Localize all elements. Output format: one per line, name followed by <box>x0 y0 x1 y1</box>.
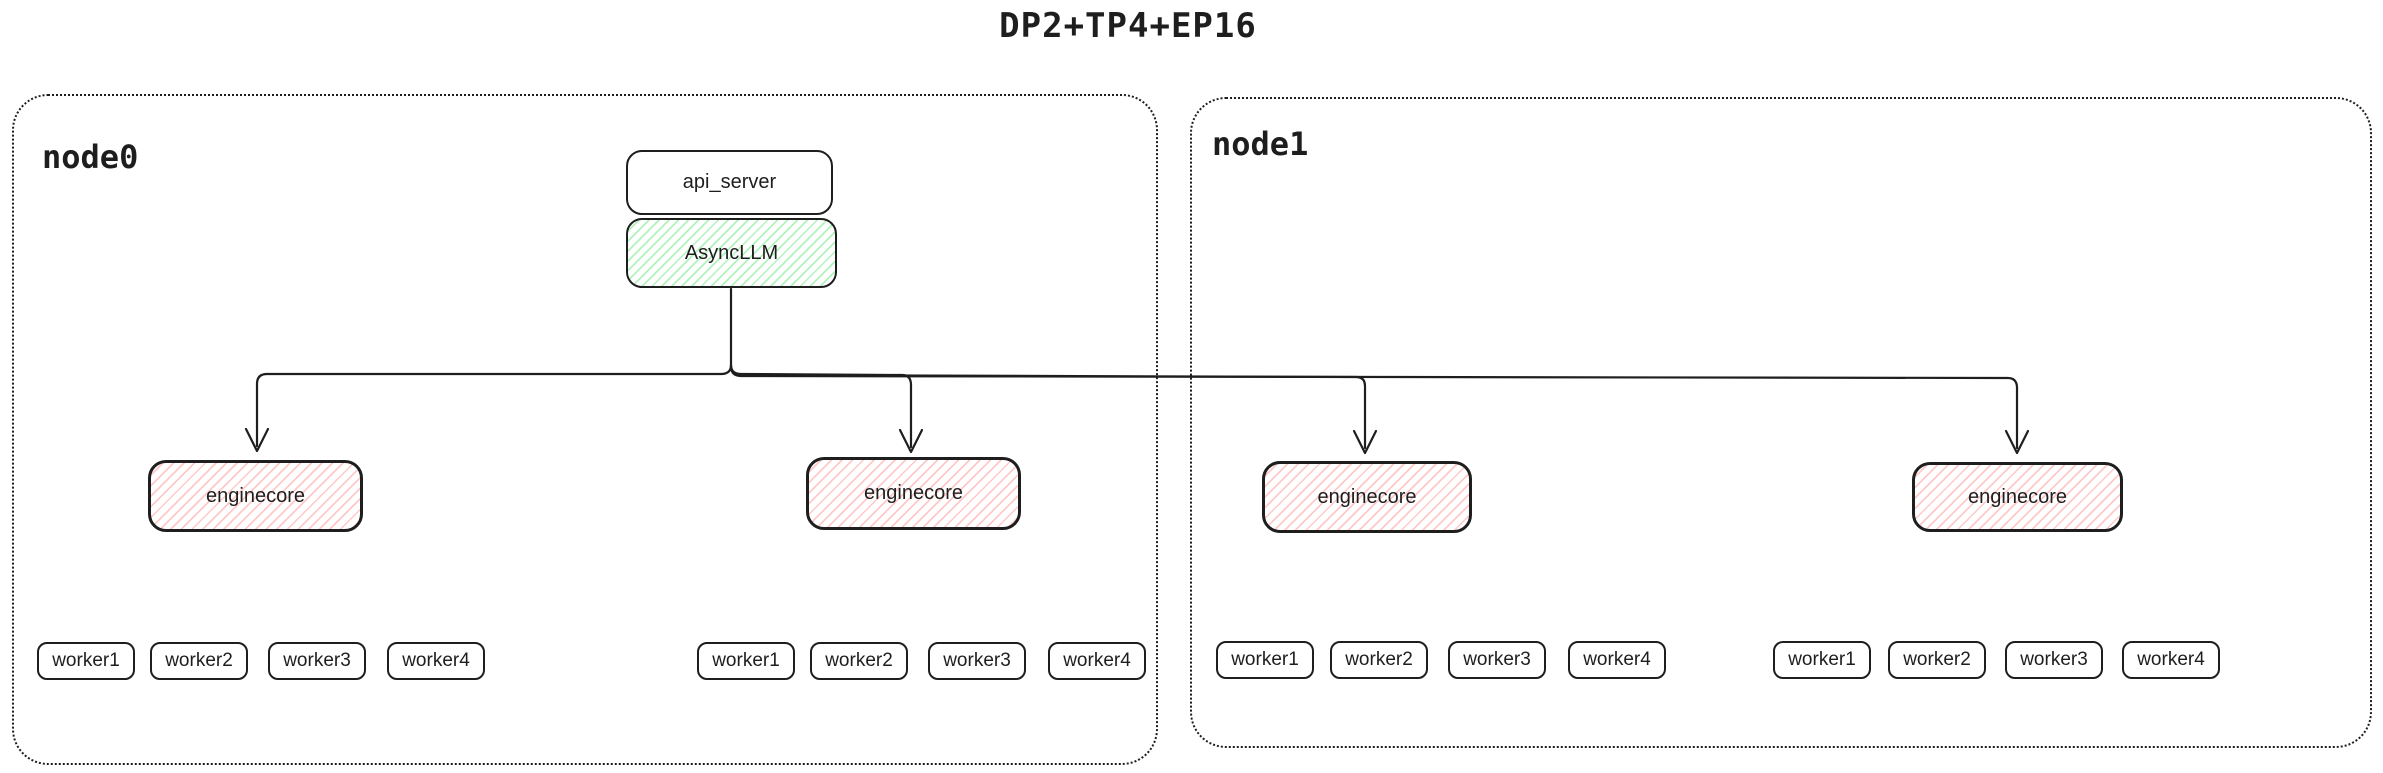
node0-group1-worker1: worker1 <box>37 642 135 680</box>
node0-group2-worker4: worker4 <box>1048 642 1146 680</box>
node1-group2-worker1: worker1 <box>1773 641 1871 679</box>
worker-label: worker2 <box>1903 649 1971 670</box>
node0-group1-worker3: worker3 <box>268 642 366 680</box>
node1-label: node1 <box>1212 125 1309 163</box>
worker-label: worker4 <box>1583 649 1651 670</box>
worker-label: worker2 <box>1345 649 1413 670</box>
worker-label: worker3 <box>1463 649 1531 670</box>
node0-group1-worker2: worker2 <box>150 642 248 680</box>
node1-enginecore-2-box: enginecore <box>1912 462 2123 532</box>
node0-group2-worker3: worker3 <box>928 642 1026 680</box>
worker-label: worker4 <box>2137 649 2205 670</box>
enginecore-label: enginecore <box>864 482 963 504</box>
worker-label: worker3 <box>943 650 1011 671</box>
node1-group2-worker2: worker2 <box>1888 641 1986 679</box>
node0-group2-worker2: worker2 <box>810 642 908 680</box>
node0-enginecore-1-box: enginecore <box>148 460 363 532</box>
worker-label: worker2 <box>825 650 893 671</box>
worker-label: worker2 <box>165 650 233 671</box>
worker-label: worker1 <box>712 650 780 671</box>
node1-group1-worker2: worker2 <box>1330 641 1428 679</box>
worker-label: worker4 <box>402 650 470 671</box>
node1-group1-worker1: worker1 <box>1216 641 1314 679</box>
node0-group1-worker4: worker4 <box>387 642 485 680</box>
worker-label: worker3 <box>283 650 351 671</box>
node1-group2-worker4: worker4 <box>2122 641 2220 679</box>
async-llm-box: AsyncLLM <box>626 218 837 288</box>
api-server-box: api_server <box>626 150 833 215</box>
async-llm-label: AsyncLLM <box>684 241 779 264</box>
node0-group2-worker1: worker1 <box>697 642 795 680</box>
api-server-label: api_server <box>682 171 777 193</box>
node1-group2-worker3: worker3 <box>2005 641 2103 679</box>
node0-enginecore-2-box: enginecore <box>806 457 1021 530</box>
worker-label: worker1 <box>52 650 120 671</box>
enginecore-label: enginecore <box>1968 485 2067 508</box>
node0-label: node0 <box>42 138 139 176</box>
enginecore-label: enginecore <box>1317 485 1417 508</box>
enginecore-label: enginecore <box>206 484 305 507</box>
node1-group1-worker4: worker4 <box>1568 641 1666 679</box>
node1-group1-worker3: worker3 <box>1448 641 1546 679</box>
diagram-title: DP2+TP4+EP16 <box>999 6 1257 46</box>
worker-label: worker1 <box>1788 649 1856 670</box>
worker-label: worker1 <box>1231 649 1299 670</box>
worker-label: worker3 <box>2020 649 2088 670</box>
worker-label: worker4 <box>1063 650 1131 671</box>
node1-enginecore-1-box: enginecore <box>1262 461 1472 533</box>
